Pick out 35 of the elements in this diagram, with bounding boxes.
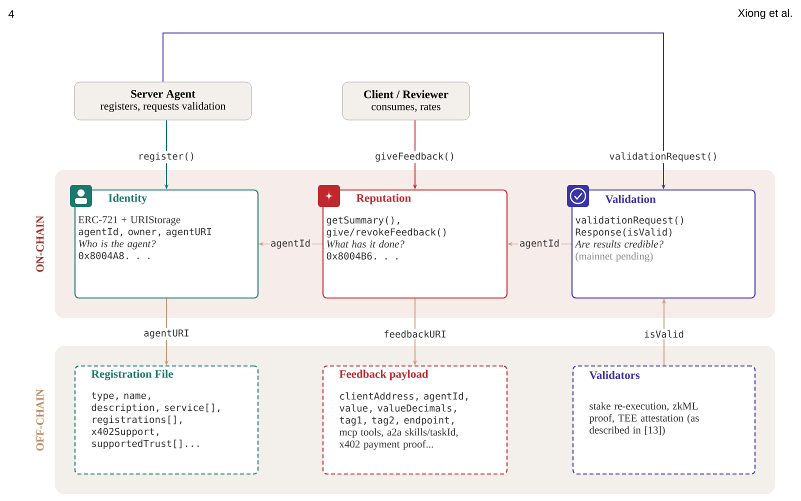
module-box [322, 365, 508, 475]
box-text: stake re-execution, zkML proof, TEE attestation (as described in [13]) [589, 402, 699, 436]
module-box [572, 365, 756, 475]
box-title: Registration File [91, 370, 173, 380]
box-text: type, name, description, service[], registrations[], x402Support, supportedTrust[]... [92, 392, 220, 449]
box-text: ERC-721 + URIStorage [78, 216, 180, 226]
band-label: OFF-CHAIN [36, 389, 44, 451]
box-text: 0x8004A8. . . [78, 252, 150, 260]
box-text: agentId, owner, agentURI [78, 228, 212, 238]
box-text: Are results credible? [574, 240, 664, 248]
module-box [74, 365, 259, 475]
box-text: clientAddress, agentId, value, valueDecimals, tag1, tag2, endpoint, [340, 392, 468, 426]
edge-label: isValid [642, 328, 686, 340]
box-title: Identity [108, 194, 148, 204]
header-text: 4 [8, 10, 14, 18]
box-title: Reputation [356, 194, 411, 204]
box-text: 0x8004B6. . . [326, 252, 398, 260]
actor-box: Client / Reviewer consumes, rates [342, 82, 470, 120]
box-text: What has it done? [326, 240, 404, 248]
edge-label: validationRequest() [608, 150, 720, 164]
band-label: ON-CHAIN [36, 216, 44, 272]
box-text: validationRequest() Response(isValid) [576, 216, 683, 238]
edge-label: feedbackURI [382, 328, 448, 340]
box-text: mcp tools, a2a skills/taskId, x402 payment proof... [339, 428, 458, 450]
edge-label: agentURI [142, 328, 191, 340]
box-title: Feedback payload [339, 370, 428, 380]
header-text: Xiong et al. [738, 8, 792, 20]
edge-label: giveFeedback() [373, 150, 457, 164]
box-title: Validation [605, 194, 656, 204]
box-text: (mainnet pending) [576, 252, 653, 262]
edge-label: register() [136, 150, 197, 164]
box-text: getSummary(), give/revokeFeedback() [326, 216, 446, 238]
box-text: Who is the agent? [78, 240, 156, 250]
actor-box: Server Agent registers, requests validation [74, 82, 252, 120]
box-title: Validators [589, 370, 640, 380]
